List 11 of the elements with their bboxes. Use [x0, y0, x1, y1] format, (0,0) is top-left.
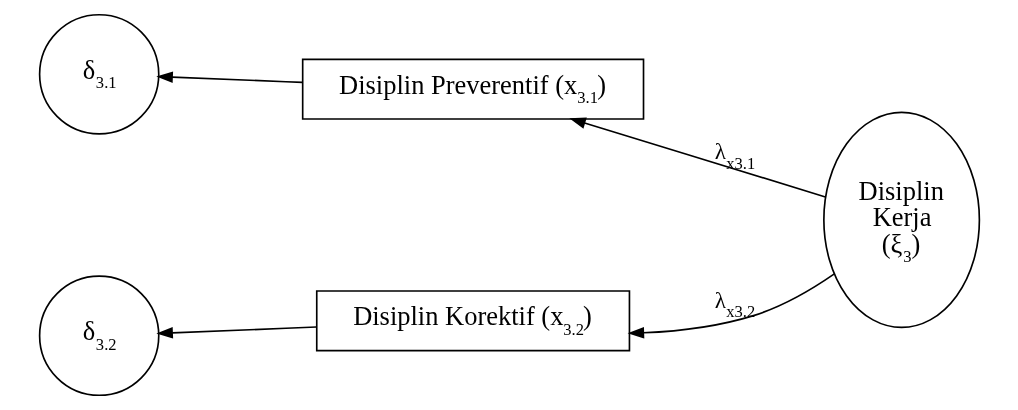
node-circle: δ$_{3.1}$	[38, 13, 160, 135]
arrow	[568, 117, 826, 198]
edge-label: λ$_{x3.2}$	[714, 286, 755, 322]
node-box: Disiplin Preverentif (x$_{3.1}$)	[301, 58, 644, 120]
node-ellipse: Disiplin Kerja (ξ$_{3}$)	[822, 111, 980, 329]
node-circle: δ$_{3.2}$	[38, 275, 160, 397]
node-box: Disiplin Korektif (x$_{3.2}$)	[315, 290, 630, 352]
arrow	[155, 326, 317, 339]
arrow	[155, 71, 303, 84]
edge-label: λ$_{x3.1}$	[714, 138, 755, 173]
arrow	[627, 273, 835, 339]
